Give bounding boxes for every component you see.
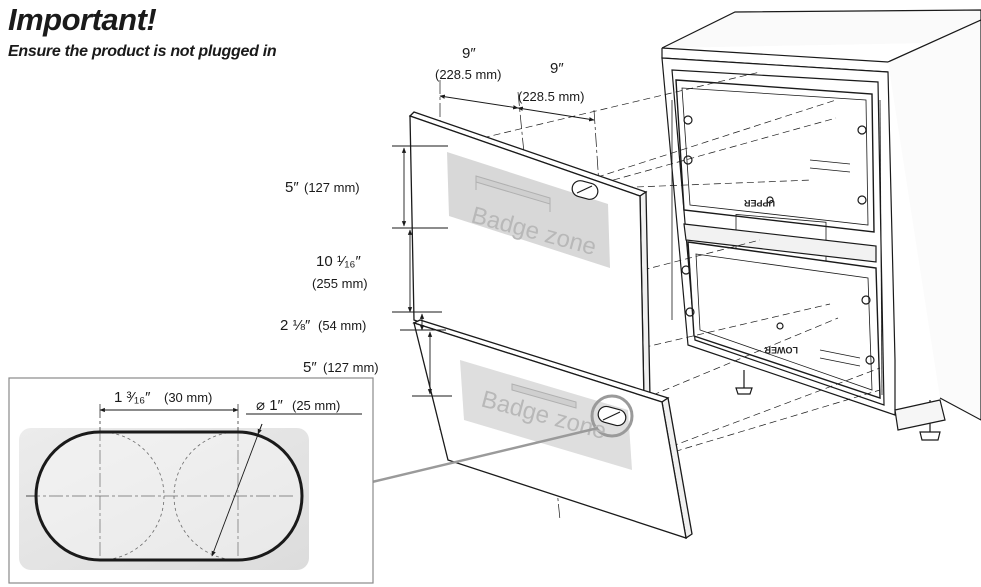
slot-spacing-mm: (30 mm) [164,390,212,405]
warning-subtitle: Ensure the product is not plugged in [8,43,277,60]
hole-diameter-mm: (25 mm) [292,398,340,413]
lower-drawer-stamp: LOWER [764,345,798,355]
horizontal-dimensions [439,94,595,122]
lower-handle-offset-inch: 5″ [303,359,317,376]
handle-spacing-inch: 10 ¹⁄₁₆″ [316,253,361,270]
slot-spacing-inch: 1 ³⁄₁₆″ [114,389,151,406]
upper-handle-cutout [475,175,551,212]
upper-handle-offset-inch: 5″ [285,179,299,196]
horizontal-dim-second-mm: (228.5 mm) [518,89,584,104]
upper-slot-icon [571,180,599,200]
upper-handle-offset-mm: (127 mm) [304,180,360,195]
handle-spacing-mm: (255 mm) [312,276,368,291]
horizontal-dim-second-inch: 9″ [550,60,564,77]
lower-handle-offset-mm: (127 mm) [323,360,379,375]
lower-badge-zone [460,360,632,470]
detail-callout-line [371,426,599,484]
vertical-dimensions [392,145,452,397]
hole-diameter-inch: ⌀ 1″ [256,397,284,414]
lower-slot-icon [590,394,634,438]
warning-title: Important! [8,2,157,37]
upper-drawer-stamp: UPPER [743,198,775,208]
horizontal-dim-first-mm: (228.5 mm) [435,67,501,82]
panel-gap-mm: (54 mm) [318,318,366,333]
slot-detail-box [8,377,374,584]
lower-handle-cutout [511,383,577,409]
dishwasher-body [661,9,981,441]
horizontal-dim-first-inch: 9″ [462,45,476,62]
panel-gap-inch: 2 ⅛″ [280,317,311,334]
